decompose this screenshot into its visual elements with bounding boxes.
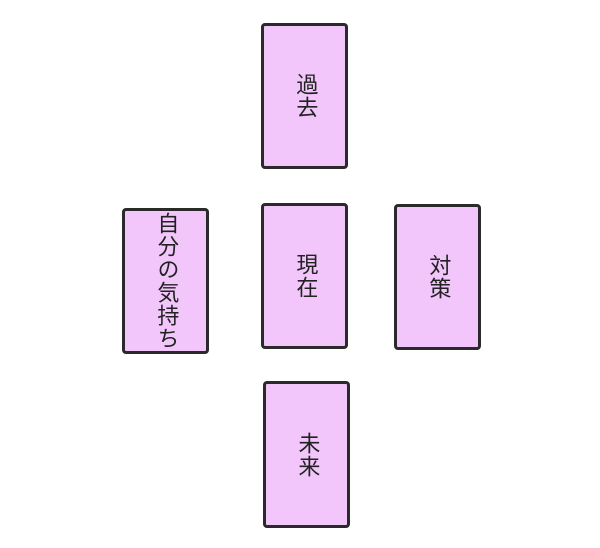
card-future: 未来 (263, 381, 350, 528)
card-label-future: 未来 (294, 431, 320, 478)
card-advice: 対策 (394, 204, 481, 350)
card-label-past: 過去 (292, 73, 318, 119)
card-label-present: 現在 (292, 253, 318, 299)
card-label-feeling: 自分の気持ち (153, 212, 179, 350)
card-present: 現在 (261, 203, 348, 349)
card-feeling: 自分の気持ち (122, 208, 209, 354)
card-past: 過去 (261, 23, 348, 169)
card-label-advice: 対策 (425, 254, 451, 300)
